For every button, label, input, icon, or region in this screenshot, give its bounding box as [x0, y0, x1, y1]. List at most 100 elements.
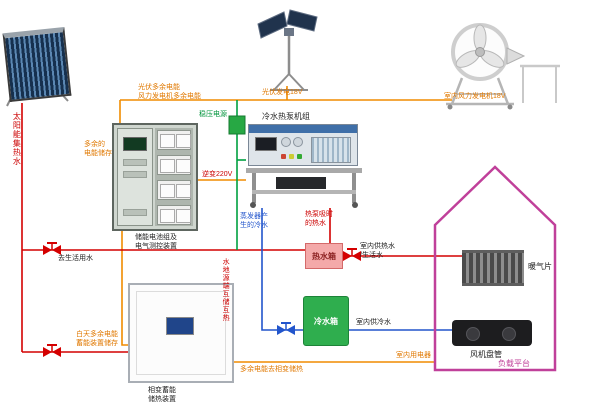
valve-solar-storage: [43, 344, 61, 357]
control-button: [281, 154, 286, 159]
rack-unit: [160, 184, 175, 198]
heat-pump-screen: [255, 137, 277, 151]
wind-turbine: [446, 23, 560, 110]
evaporator-cold-note-line2: 生的冷水: [240, 222, 268, 230]
house-outline: [433, 165, 557, 372]
solar-hot-water-label: 太阳能集热水: [12, 112, 22, 166]
bench-shelf: [252, 190, 356, 194]
indoor-hot-water-line1: 室内供热水: [360, 243, 395, 250]
surplus-store-note-line2: 电能储存: [84, 150, 112, 158]
caster-wheel: [250, 202, 256, 208]
power-lines: [119, 86, 452, 363]
hot-water-lines: [21, 103, 462, 353]
bench-top: [246, 168, 362, 173]
daytime-surplus-note-line2: 蓄能装置储存: [76, 340, 118, 348]
bus-surplus-note: 光伏多余电能 风力发电机多余电能: [138, 83, 201, 101]
indoor-hot-water-line2: /生活水: [360, 252, 383, 260]
valve-hot-supply: [343, 248, 361, 261]
pv-panel-left: [257, 11, 288, 39]
valve-cold-water: [277, 322, 295, 335]
cabinet-display: [123, 137, 147, 151]
pcm-cabinet-label-line2: 储热装置: [148, 396, 176, 404]
pcm-cabinet-label: 相变蓄能 储热装置: [132, 386, 192, 404]
stabilized-power-lines: [236, 100, 246, 250]
hot-water-tank-label: 热水箱: [312, 251, 336, 261]
rack-unit: [176, 134, 191, 148]
heat-pump-title: 冷水热泵机组: [262, 112, 310, 121]
cabinet-shelf: [157, 155, 191, 175]
heatpump-hot-note-line1: 热泵吸时: [305, 211, 333, 218]
rack-unit: [176, 159, 191, 173]
battery-control-cabinet: [112, 123, 198, 231]
evaporator-cold-note: 蒸发器产 生的冷水: [240, 212, 268, 230]
cabinet-vent: [123, 209, 147, 216]
cabinet-equipment-bay: [155, 128, 193, 226]
cabinet-vent: [123, 159, 147, 166]
rack-unit: [176, 184, 191, 198]
heat-pump-header: [249, 125, 357, 133]
turbine-hub: [475, 47, 485, 57]
evaporator-cold-note-line1: 蒸发器产: [240, 213, 268, 220]
heat-pump-body: [248, 124, 358, 166]
bus-surplus-note-line2: 风力发电机多余电能: [138, 93, 201, 101]
domestic-water-label: 去生活用水: [58, 255, 93, 262]
cabinet-door: [117, 128, 153, 226]
daytime-surplus-note: 白天多余电能 蓄能装置储存: [76, 330, 118, 348]
pv-tracker: [257, 9, 318, 91]
control-button: [297, 154, 302, 159]
indoor-cold-water-label: 室内供冷水: [356, 319, 391, 326]
cold-water-tank: 冷水箱: [303, 296, 349, 346]
rack-unit: [160, 159, 175, 173]
cabinet-shelf: [157, 205, 191, 225]
ground-source-note: 水地源端互储互热: [222, 258, 230, 322]
rack-unit: [176, 209, 191, 223]
heat-pump-unit: [246, 122, 362, 210]
bench-leg: [352, 173, 356, 203]
solar-collector: [2, 26, 72, 103]
compressor-box: [276, 177, 326, 189]
control-button: [289, 154, 294, 159]
cabinet-screen: [166, 317, 194, 335]
cold-water-lines: [261, 208, 452, 331]
pv-generation-label: 光伏发电18V: [262, 89, 303, 96]
pcm-cabinet-label-line1: 相变蓄能: [148, 387, 176, 394]
pressure-gauge: [281, 137, 291, 147]
cabinet-panel-frame: [136, 291, 226, 375]
evaporator-to-cold-tank-line: [261, 208, 303, 331]
condenser-coil: [311, 137, 351, 163]
fan-icon: [466, 327, 480, 341]
battery-cabinet-label-line2: 电气测控装置: [135, 243, 177, 251]
cabinet-vent: [123, 171, 147, 178]
indoor-appliances-label: 室内用电器: [396, 352, 431, 359]
wind-generation-label: 室内风力发电机18V: [444, 93, 506, 100]
pressure-gauge: [293, 137, 303, 147]
voltage-stabilizer-box: [228, 115, 246, 135]
fan-coil-label: 风机盘管: [470, 350, 502, 359]
bus-surplus-note-line1: 光伏多余电能: [138, 84, 180, 91]
inverter-label: 逆变220V: [202, 171, 233, 178]
phase-change-storage-cabinet: [128, 283, 234, 383]
fan-icon: [502, 327, 516, 341]
indoor-hot-water-label: 室内供热水 /生活水: [360, 242, 395, 260]
radiator-label: 暖气片: [528, 262, 552, 271]
radiator: [462, 250, 524, 286]
rack-unit: [160, 134, 175, 148]
load-platform-label: 负载平台: [498, 359, 530, 368]
voltage-stabilizer-label: 稳压电源: [199, 111, 227, 118]
heatpump-hot-note-line2: 的热水: [305, 220, 326, 228]
pv-panel-right: [286, 9, 318, 32]
cold-water-tank-label: 冷水箱: [314, 316, 338, 326]
rack-unit: [160, 209, 175, 223]
pv-tracker-hub: [284, 28, 294, 36]
battery-cabinet-label-line1: 储能电池组及: [135, 234, 177, 241]
turbine-tail-fin: [506, 47, 526, 65]
valve-domestic-water: [43, 242, 61, 255]
bench-leg: [252, 173, 256, 203]
battery-to-pcm-line: [121, 231, 128, 346]
daytime-surplus-note-line1: 白天多余电能: [76, 331, 118, 338]
surplus-store-note: 多余的 电能储存: [84, 140, 112, 158]
hot-water-tank: 热水箱: [305, 243, 343, 269]
fan-coil-unit: [452, 320, 532, 346]
surplus-to-pcm-note: 多余电能去相变储热: [240, 366, 303, 373]
